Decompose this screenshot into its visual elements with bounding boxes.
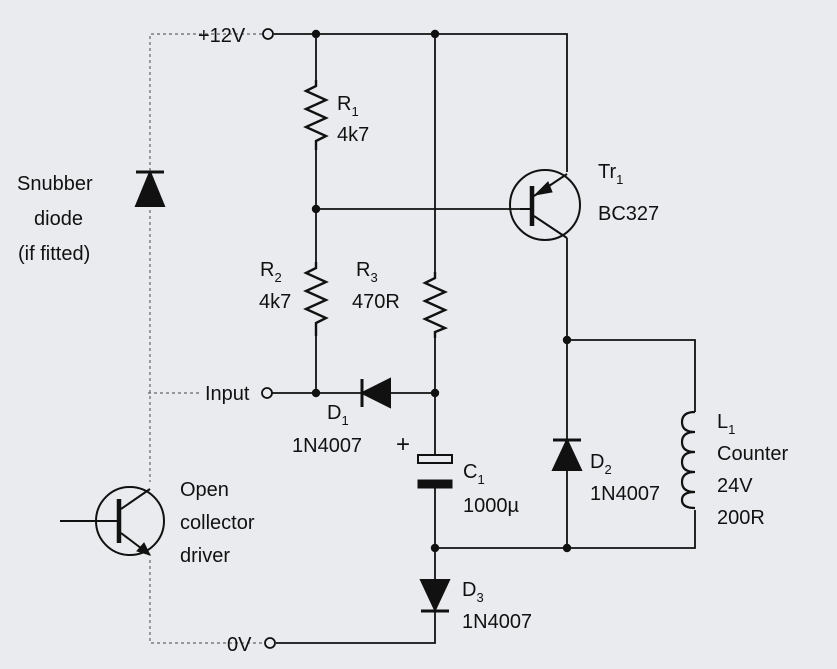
snubber-label-line1: Snubber [17,173,93,195]
r3-ref: R3 [356,259,378,285]
snubber-label-line2: diode [34,208,83,230]
resistor-r1-symbol [303,80,329,150]
terminals [261,28,276,649]
d1-value: 1N4007 [292,435,362,457]
ground-label: 0V [227,634,252,656]
l1-resistance: 200R [717,507,765,529]
snubber-label-line3: (if fitted) [18,243,90,265]
ground-terminal [264,637,276,649]
transistor-tr1-symbol [509,169,581,241]
d3-ref: D3 [462,579,484,605]
positive-supply-label: +12V [198,25,246,47]
c1-value: 1000µ [463,495,519,517]
input-label: Input [205,383,250,405]
r2-value: 4k7 [259,291,291,313]
tr1-value: BC327 [598,203,659,225]
c1-polarity: + [396,431,410,458]
r3-value: 470R [352,291,400,313]
d1-ref: D1 [327,402,349,428]
l1-ref: L1 [717,411,735,437]
r1-ref: R1 [337,93,359,119]
driver-transistor-symbol [60,486,165,556]
l1-voltage: 24V [717,475,753,497]
inductor-l1-symbol [680,410,696,510]
l1-description: Counter [717,443,788,465]
r1-value: 4k7 [337,124,369,146]
d2-value: 1N4007 [590,483,660,505]
junction-dots [311,29,572,553]
snubber-diode-symbol [134,169,166,207]
resistor-r2-symbol [303,262,329,336]
input-terminal [261,387,273,399]
driver-label-line1: Open [180,479,229,501]
driver-label-line3: driver [180,545,230,567]
tr1-ref: Tr1 [598,161,623,187]
capacitor-c1-symbol [417,454,453,489]
snubber-dashed-wiring [148,33,264,644]
diode-d2-symbol [551,437,583,471]
circuit-wires [272,33,696,644]
resistor-r3-symbol [422,272,449,338]
diode-d3-symbol [419,579,451,613]
r2-ref: R2 [260,259,282,285]
c1-ref: C1 [463,461,485,487]
positive-supply-terminal [262,28,274,40]
d2-ref: D2 [590,451,612,477]
driver-label-line2: collector [180,512,255,534]
diode-d1-symbol [359,377,391,409]
d3-value: 1N4007 [462,611,532,633]
